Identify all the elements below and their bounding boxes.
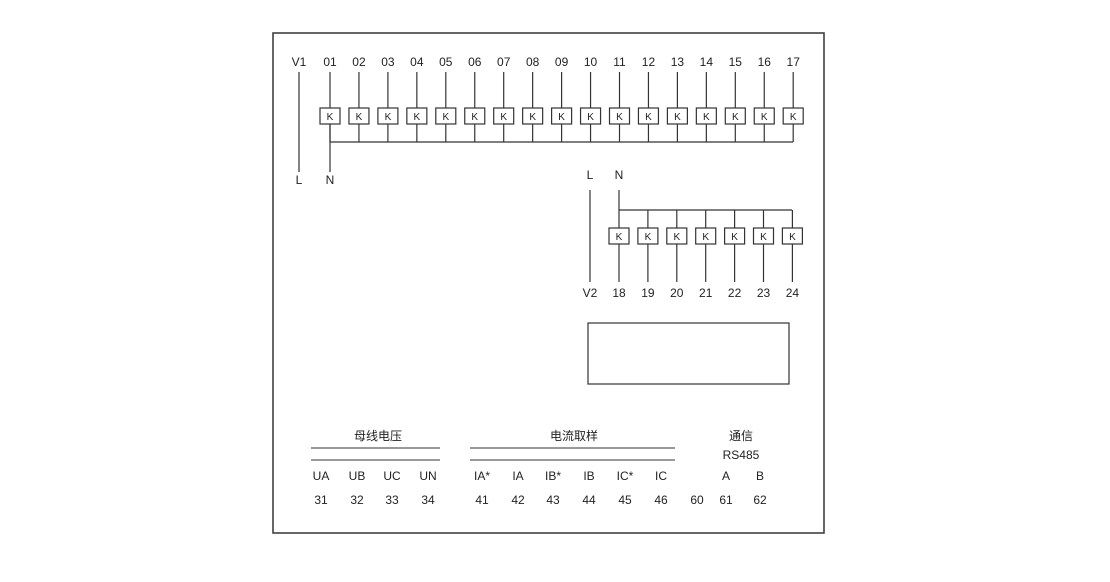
top-terminal-number: 06 xyxy=(468,55,482,69)
line-l-label-top: L xyxy=(296,173,303,187)
signal-label: IC* xyxy=(617,469,634,483)
current-sampling-title: 电流取样 xyxy=(550,428,598,443)
supply-v2-label: V2 xyxy=(583,286,598,300)
signal-label: UC xyxy=(383,469,401,483)
top-terminal-number: 07 xyxy=(497,55,511,69)
top-relay-group: V1 L N 01K 02K 03K 04K 05K 06K 07K 08K 09K 10K 11K… xyxy=(292,55,804,187)
relay-k-label: K xyxy=(732,112,739,123)
line-l-label-bottom: L xyxy=(587,168,594,182)
relay-k-label: K xyxy=(674,112,681,123)
relay-k-label: K xyxy=(789,232,796,243)
relay-k-label: K xyxy=(761,112,768,123)
terminal-number: 43 xyxy=(546,493,560,507)
relay-k-label: K xyxy=(500,112,507,123)
bottom-terminal-number: 21 xyxy=(699,286,713,300)
relay-k-label: K xyxy=(442,112,449,123)
top-terminal-number: 13 xyxy=(671,55,685,69)
relay-k-label: K xyxy=(414,112,421,123)
top-terminal-number: 14 xyxy=(700,55,714,69)
relay-k-label: K xyxy=(529,112,536,123)
top-terminal-number: 03 xyxy=(381,55,395,69)
signal-label: B xyxy=(756,469,764,483)
top-terminal-number: 08 xyxy=(526,55,540,69)
terminal-number: 44 xyxy=(582,493,596,507)
signal-label: UN xyxy=(419,469,436,483)
relay-k-label: K xyxy=(558,112,565,123)
top-terminal-number: 09 xyxy=(555,55,569,69)
relay-k-label: K xyxy=(616,232,623,243)
signal-label: IC xyxy=(655,469,667,483)
signal-label: UB xyxy=(349,469,366,483)
relay-k-label: K xyxy=(760,232,767,243)
current-sampling-section: 电流取样 IA* 41 IA 42 IB* 43 IB 44 IC* 45 IC 46 xyxy=(470,428,675,507)
relay-k-label: K xyxy=(356,112,363,123)
terminal-number: 33 xyxy=(385,493,399,507)
display-window xyxy=(587,322,790,385)
relay-k-label: K xyxy=(703,112,710,123)
signal-label: UA xyxy=(313,469,330,483)
communication-title: 通信 xyxy=(729,429,753,443)
top-terminal-number: 16 xyxy=(758,55,772,69)
terminal-number: 41 xyxy=(475,493,489,507)
communication-section: 通信 RS485 60 A 61 B 62 xyxy=(690,429,767,507)
terminal-number: 62 xyxy=(753,493,767,507)
relay-k-label: K xyxy=(616,112,623,123)
top-terminal-number: 05 xyxy=(439,55,453,69)
relay-k-label: K xyxy=(471,112,478,123)
signal-label: IB* xyxy=(545,469,561,483)
relay-k-label: K xyxy=(702,232,709,243)
bottom-terminal-number: 24 xyxy=(786,286,800,300)
bottom-terminal-number: 23 xyxy=(757,286,771,300)
neutral-n-label-bottom: N xyxy=(615,168,624,182)
top-terminal-number: 02 xyxy=(352,55,366,69)
signal-label: IA* xyxy=(474,469,490,483)
relay-k-label: K xyxy=(645,112,652,123)
supply-v1-label: V1 xyxy=(292,55,307,69)
terminal-number: 46 xyxy=(654,493,668,507)
terminal-number: 42 xyxy=(511,493,525,507)
relay-k-label: K xyxy=(645,232,652,243)
bus-voltage-title: 母线电压 xyxy=(354,429,402,443)
bottom-terminal-number: 19 xyxy=(641,286,655,300)
neutral-n-label-top: N xyxy=(326,173,335,187)
ground-terminal-number: 60 xyxy=(690,493,704,507)
relay-k-label: K xyxy=(587,112,594,123)
relay-k-label: K xyxy=(327,112,334,123)
top-terminal-number: 10 xyxy=(584,55,598,69)
terminal-number: 32 xyxy=(350,493,364,507)
relay-k-label: K xyxy=(790,112,797,123)
relay-k-label: K xyxy=(385,112,392,123)
top-terminal-number: 04 xyxy=(410,55,424,69)
terminal-number: 61 xyxy=(719,493,733,507)
relay-k-label: K xyxy=(731,232,738,243)
top-terminal-number: 12 xyxy=(642,55,656,69)
signal-label: IA xyxy=(512,469,523,483)
top-terminal-number: 01 xyxy=(323,55,337,69)
bottom-terminal-number: 18 xyxy=(612,286,626,300)
top-terminal-number: 17 xyxy=(787,55,801,69)
terminal-number: 45 xyxy=(618,493,632,507)
top-terminal-number: 11 xyxy=(613,55,626,69)
bus-voltage-section: 母线电压 UA 31 UB 32 UC 33 UN 34 xyxy=(311,429,440,507)
relay-k-label: K xyxy=(673,232,680,243)
signal-label: IB xyxy=(583,469,594,483)
terminal-number: 34 xyxy=(421,493,435,507)
bottom-terminal-number: 20 xyxy=(670,286,684,300)
bottom-relay-group: L N V2 K 18 K 19 K 20 K 21 K 22 K 23 K 24 xyxy=(583,168,804,300)
bottom-terminal-number: 22 xyxy=(728,286,742,300)
top-terminal-number: 15 xyxy=(729,55,743,69)
terminal-number: 31 xyxy=(314,493,328,507)
protocol-label: RS485 xyxy=(723,448,760,462)
signal-label: A xyxy=(722,469,730,483)
